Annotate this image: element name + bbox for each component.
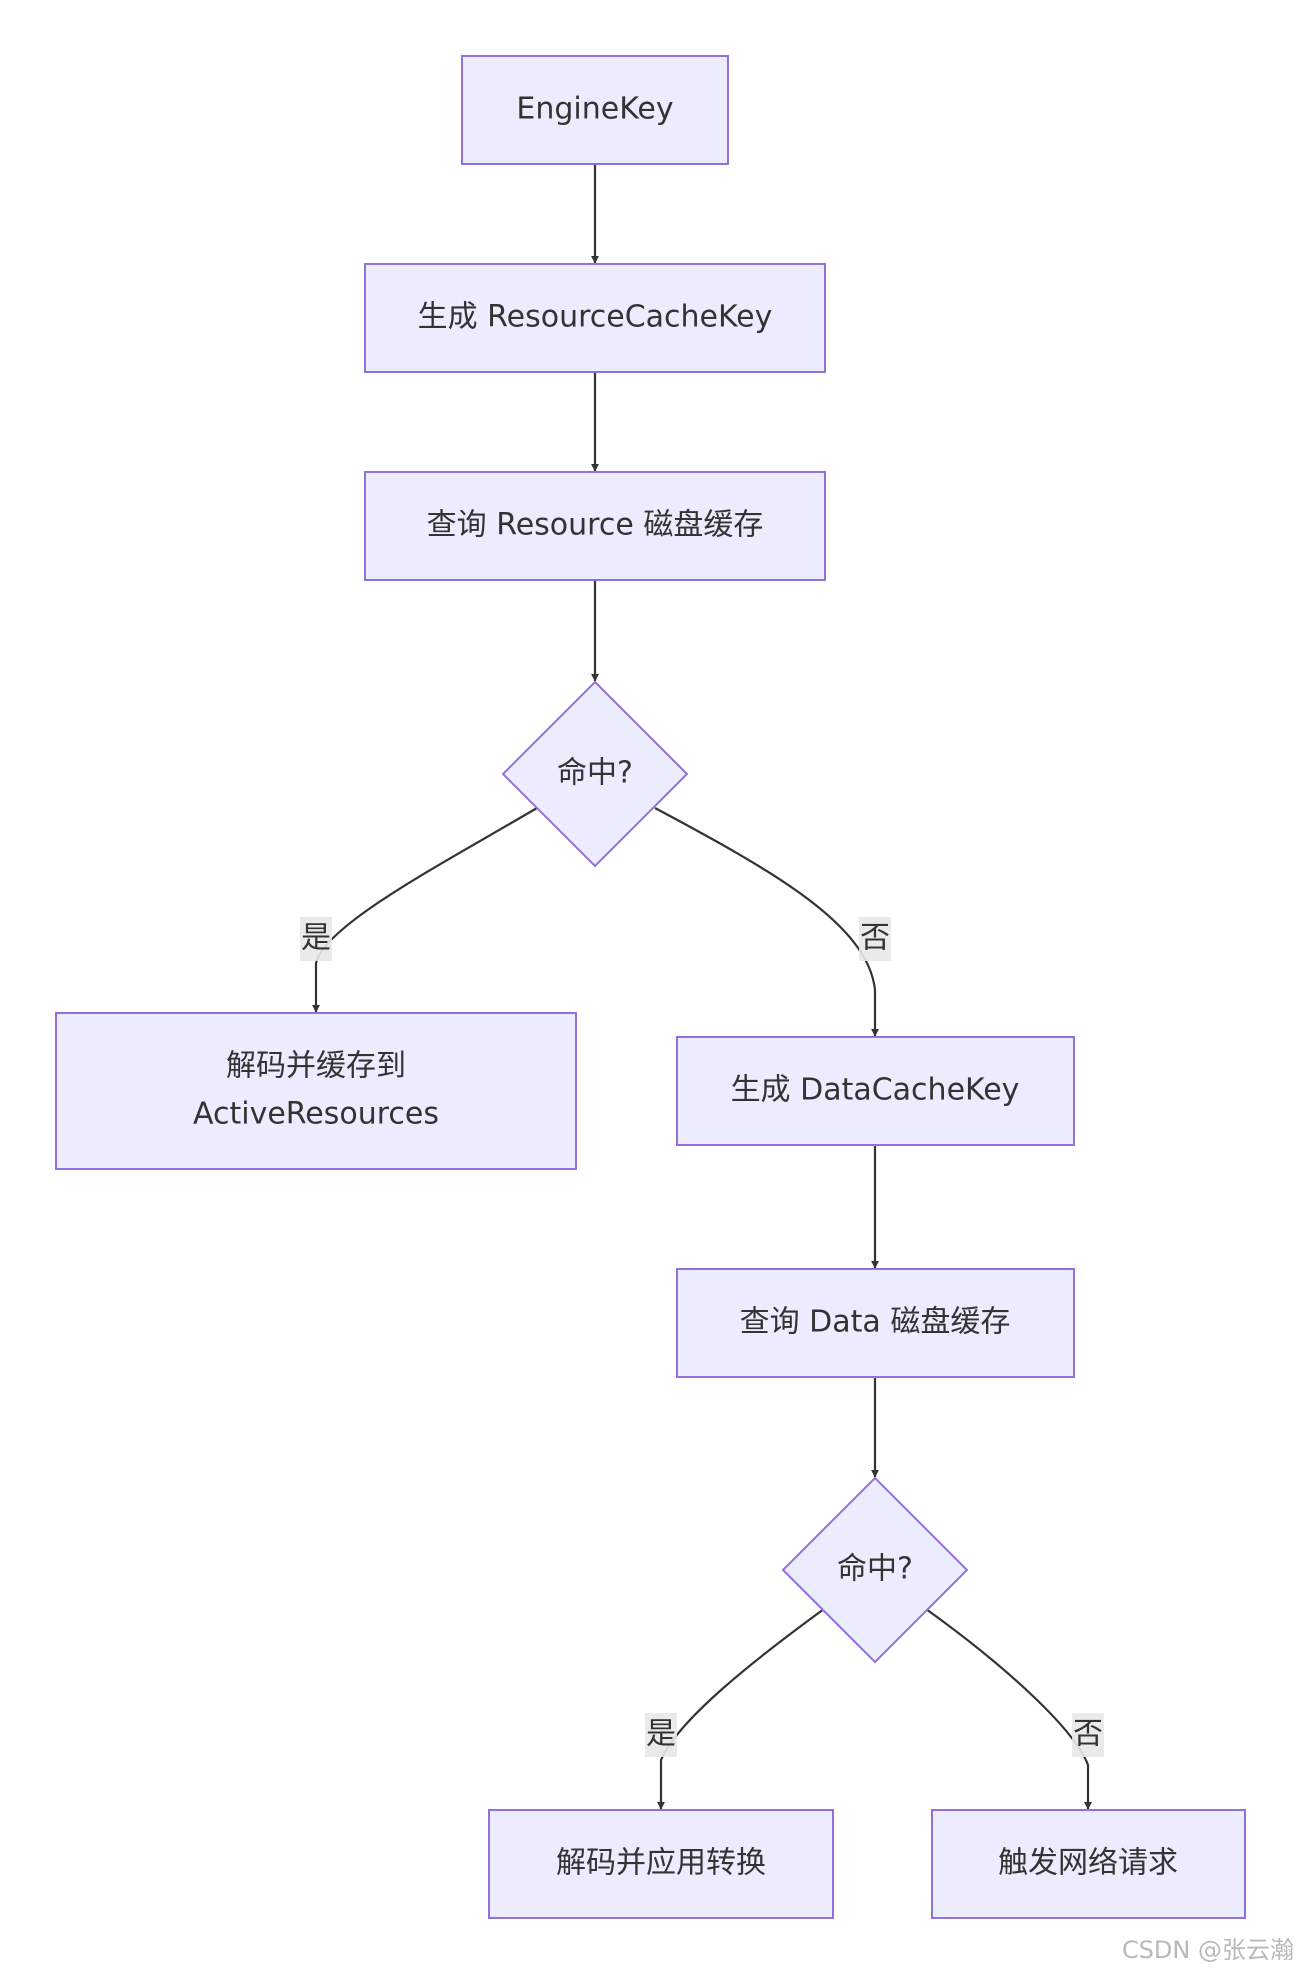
node-gen-resource-key-box [364, 263, 826, 373]
node-gen-data-key-label: 生成 DataCacheKey [731, 1073, 1020, 1108]
edge-label-yes-1: 是 [301, 921, 331, 956]
edge-label-no-2: 否 [1073, 1717, 1103, 1752]
node-query-data-cache-box [676, 1268, 1075, 1378]
node-decision-1-diamond [501, 680, 689, 868]
edge-decision2-no [925, 1608, 1092, 1810]
node-enginekey-box [461, 55, 729, 165]
node-decode-cache-label-line1: 解码并缓存到 [226, 1049, 406, 1084]
node-network-request: 触发网络请求 [931, 1809, 1246, 1919]
edges [312, 164, 1092, 1810]
node-network-request-label: 触发网络请求 [998, 1846, 1178, 1881]
edge-label-no-1-bg [859, 917, 891, 961]
node-enginekey-label: EngineKey [516, 92, 673, 127]
node-decision-1-label: 命中? [557, 756, 633, 791]
edge-label-yes-2: 是 [646, 1717, 676, 1752]
edge-label-no-1: 否 [860, 921, 890, 956]
edge-label-yes-2-bg [645, 1713, 677, 1757]
node-query-data-cache-label: 查询 Data 磁盘缓存 [740, 1305, 1011, 1340]
edge-label-no-2-bg [1072, 1713, 1104, 1757]
watermark: CSDN @张云瀚 [1121, 1936, 1294, 1964]
node-decision-2-diamond [781, 1476, 969, 1664]
node-decode-transform: 解码并应用转换 [488, 1809, 834, 1919]
node-gen-data-key-box [676, 1036, 1075, 1146]
edge-labels: 是 否 是 否 [300, 917, 1104, 1757]
node-query-resource-cache-box [364, 471, 826, 581]
node-decode-transform-label: 解码并应用转换 [556, 1846, 766, 1881]
node-decision-1: 命中? [501, 680, 689, 868]
node-decision-2-label: 命中? [837, 1552, 913, 1587]
node-network-request-box [931, 1809, 1246, 1919]
node-decode-cache-label-line2: ActiveResources [193, 1097, 439, 1132]
node-decode-cache: 解码并缓存到 ActiveResources [55, 1012, 577, 1170]
node-query-data-cache: 查询 Data 磁盘缓存 [676, 1268, 1075, 1378]
edge-decision1-yes [312, 807, 538, 1013]
edge-decision1-no [654, 807, 879, 1037]
node-gen-resource-key-label: 生成 ResourceCacheKey [418, 300, 773, 335]
node-query-resource-cache-label: 查询 Resource 磁盘缓存 [427, 508, 764, 543]
node-gen-data-key: 生成 DataCacheKey [676, 1036, 1075, 1146]
node-decode-transform-box [488, 1809, 834, 1919]
node-decode-cache-box [55, 1012, 577, 1170]
node-decision-2: 命中? [781, 1476, 969, 1664]
node-gen-resource-key: 生成 ResourceCacheKey [364, 263, 826, 373]
edge-label-yes-1-bg [300, 917, 332, 961]
edge-decision2-yes [657, 1608, 825, 1810]
node-enginekey: EngineKey [461, 55, 729, 165]
node-query-resource-cache: 查询 Resource 磁盘缓存 [364, 471, 826, 581]
